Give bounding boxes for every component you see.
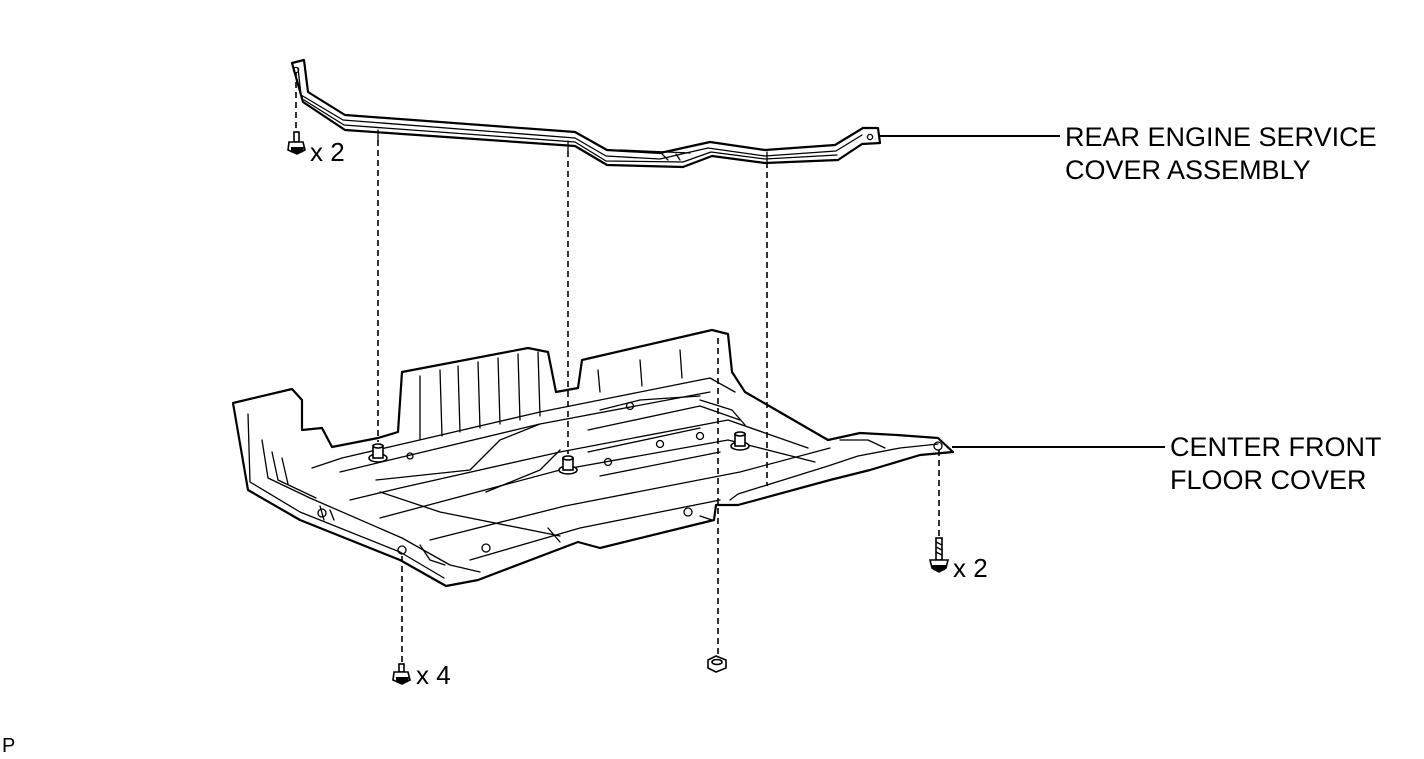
label-rear-engine-service-cover-line1: REAR ENGINE SERVICE xyxy=(1065,122,1377,152)
stud-right xyxy=(730,431,750,451)
qty-bottom-left-bolt: x 4 xyxy=(416,660,451,690)
label-rear-engine-service-cover-line2: COVER ASSEMBLY xyxy=(1065,155,1311,185)
center-front-floor-cover xyxy=(231,328,955,588)
rear-engine-service-cover-assembly xyxy=(290,58,882,169)
screw-icon-right xyxy=(928,537,950,573)
label-center-front-floor-cover-line1: CENTER FRONT xyxy=(1170,432,1382,462)
qty-right-screw: x 2 xyxy=(953,553,988,583)
stud-left xyxy=(368,443,388,463)
qty-top-left-bolt: x 2 xyxy=(310,137,345,167)
stud-center xyxy=(558,455,578,475)
label-center-front-floor-cover-line2: FLOOR COVER xyxy=(1170,465,1367,495)
bolt-icon-bottom-left xyxy=(392,663,411,685)
alignment-lines xyxy=(295,72,940,664)
nut-icon-bottom-center xyxy=(707,655,727,673)
illustration-code: P xyxy=(2,735,15,757)
bolt-icon-top-left xyxy=(287,131,306,155)
